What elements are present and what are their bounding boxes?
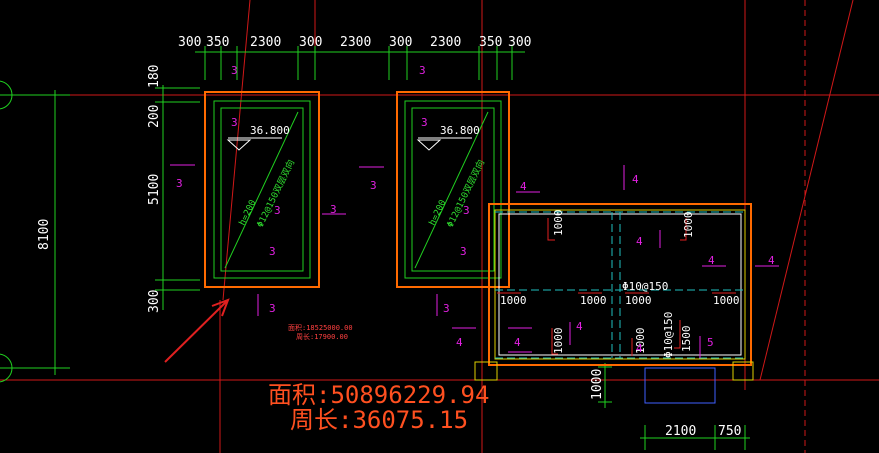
mark-3: 3 xyxy=(463,204,470,217)
top-dim-7: 350 xyxy=(479,35,502,50)
bottom-dim-750: 750 xyxy=(718,424,741,439)
section-marks: 3 3 3 3 3 3 3 3 3 3 3 3 3 4 4 4 4 4 4 4 … xyxy=(176,64,775,355)
left-dimension-labels: 180 200 5100 300 8100 1000 xyxy=(37,65,605,400)
top-dim-1: 350 xyxy=(206,35,229,50)
rebar-len-1: 1000 xyxy=(682,212,695,239)
small-perimeter-text: 周长:17900.00 xyxy=(296,332,348,341)
top-dim-8: 300 xyxy=(508,35,531,50)
small-area-block: 面积:18525000.00 周长:17900.00 xyxy=(288,323,353,341)
rebar-len-4: 1000 xyxy=(625,294,652,307)
mark-4: 4 xyxy=(636,235,643,248)
mark-3: 3 xyxy=(419,64,426,77)
rebar-len-3: 1000 xyxy=(580,294,607,307)
left-dim-200: 200 xyxy=(147,105,162,128)
mark-4: 4 xyxy=(636,342,643,355)
rebar-len-7: 1000 xyxy=(634,328,647,355)
rebar-len-5: 1000 xyxy=(713,294,740,307)
mark-3: 3 xyxy=(330,203,337,216)
rebar-1500-label: 1500 xyxy=(680,326,693,353)
left-dim-5100: 5100 xyxy=(147,174,162,205)
small-area-text: 面积:18525000.00 xyxy=(288,323,353,332)
rebar-v-label: Φ10@150 xyxy=(662,312,675,358)
mark-5: 5 xyxy=(707,336,714,349)
overall-height-dim: 8100 xyxy=(37,219,52,250)
mark-3: 3 xyxy=(231,116,238,129)
mark-4: 4 xyxy=(708,254,715,267)
area-readout: 面积:50896229.94 周长:36075.15 xyxy=(268,381,489,434)
rebar-len-2: 1000 xyxy=(500,294,527,307)
area-text: 面积:50896229.94 xyxy=(268,381,489,409)
mark-3: 3 xyxy=(460,245,467,258)
top-dim-4: 2300 xyxy=(340,35,371,50)
mark-3: 3 xyxy=(421,116,428,129)
mark-4: 4 xyxy=(576,320,583,333)
mark-3: 3 xyxy=(269,245,276,258)
top-dimension-labels: 300 350 2300 300 2300 300 2300 350 300 xyxy=(178,35,531,50)
mark-3: 3 xyxy=(231,64,238,77)
dimension-lines xyxy=(0,46,750,450)
mark-3: 3 xyxy=(443,302,450,315)
pit-2-h: h=200 xyxy=(428,199,449,228)
pit-right[interactable] xyxy=(396,91,510,288)
top-dim-5: 300 xyxy=(389,35,412,50)
mark-3: 3 xyxy=(370,179,377,192)
rebar-h-label: Φ10@150 xyxy=(622,280,668,293)
vertical-1000-dim: 1000 xyxy=(590,369,605,400)
grid-bubbles xyxy=(0,80,13,383)
top-dim-0: 300 xyxy=(178,35,201,50)
chamber-rebar-labels: Φ10@150 Φ10@150 1500 1000 1000 1000 1000… xyxy=(500,210,740,359)
bottom-dimension-labels: 2100 750 xyxy=(665,424,741,439)
mark-3: 3 xyxy=(274,204,281,217)
mark-4: 4 xyxy=(456,336,463,349)
bottom-dim-2100: 2100 xyxy=(665,424,696,439)
pit-left[interactable] xyxy=(204,91,320,288)
mark-4: 4 xyxy=(520,180,527,193)
rebar-len-0: 1000 xyxy=(552,210,565,237)
top-dim-2: 2300 xyxy=(250,35,281,50)
rebar-len-6: 1000 xyxy=(552,328,565,355)
pit-elevation-1: 36.800 xyxy=(250,124,290,137)
pit-elevation-2: 36.800 xyxy=(440,124,480,137)
arrow-annotation xyxy=(164,298,230,363)
mark-4: 4 xyxy=(768,254,775,267)
left-dim-300: 300 xyxy=(147,290,162,313)
rebar-markers xyxy=(497,218,736,356)
pit-1-h: h=200 xyxy=(238,199,259,228)
mark-4: 4 xyxy=(514,336,521,349)
perimeter-text: 周长:36075.15 xyxy=(290,406,468,434)
mark-4: 4 xyxy=(632,173,639,186)
left-dim-180: 180 xyxy=(147,65,162,88)
section-ticks xyxy=(170,164,779,358)
top-dim-6: 2300 xyxy=(430,35,461,50)
chamber[interactable] xyxy=(474,203,754,404)
mark-3: 3 xyxy=(176,177,183,190)
mark-3: 3 xyxy=(269,302,276,315)
top-dim-3: 300 xyxy=(299,35,322,50)
